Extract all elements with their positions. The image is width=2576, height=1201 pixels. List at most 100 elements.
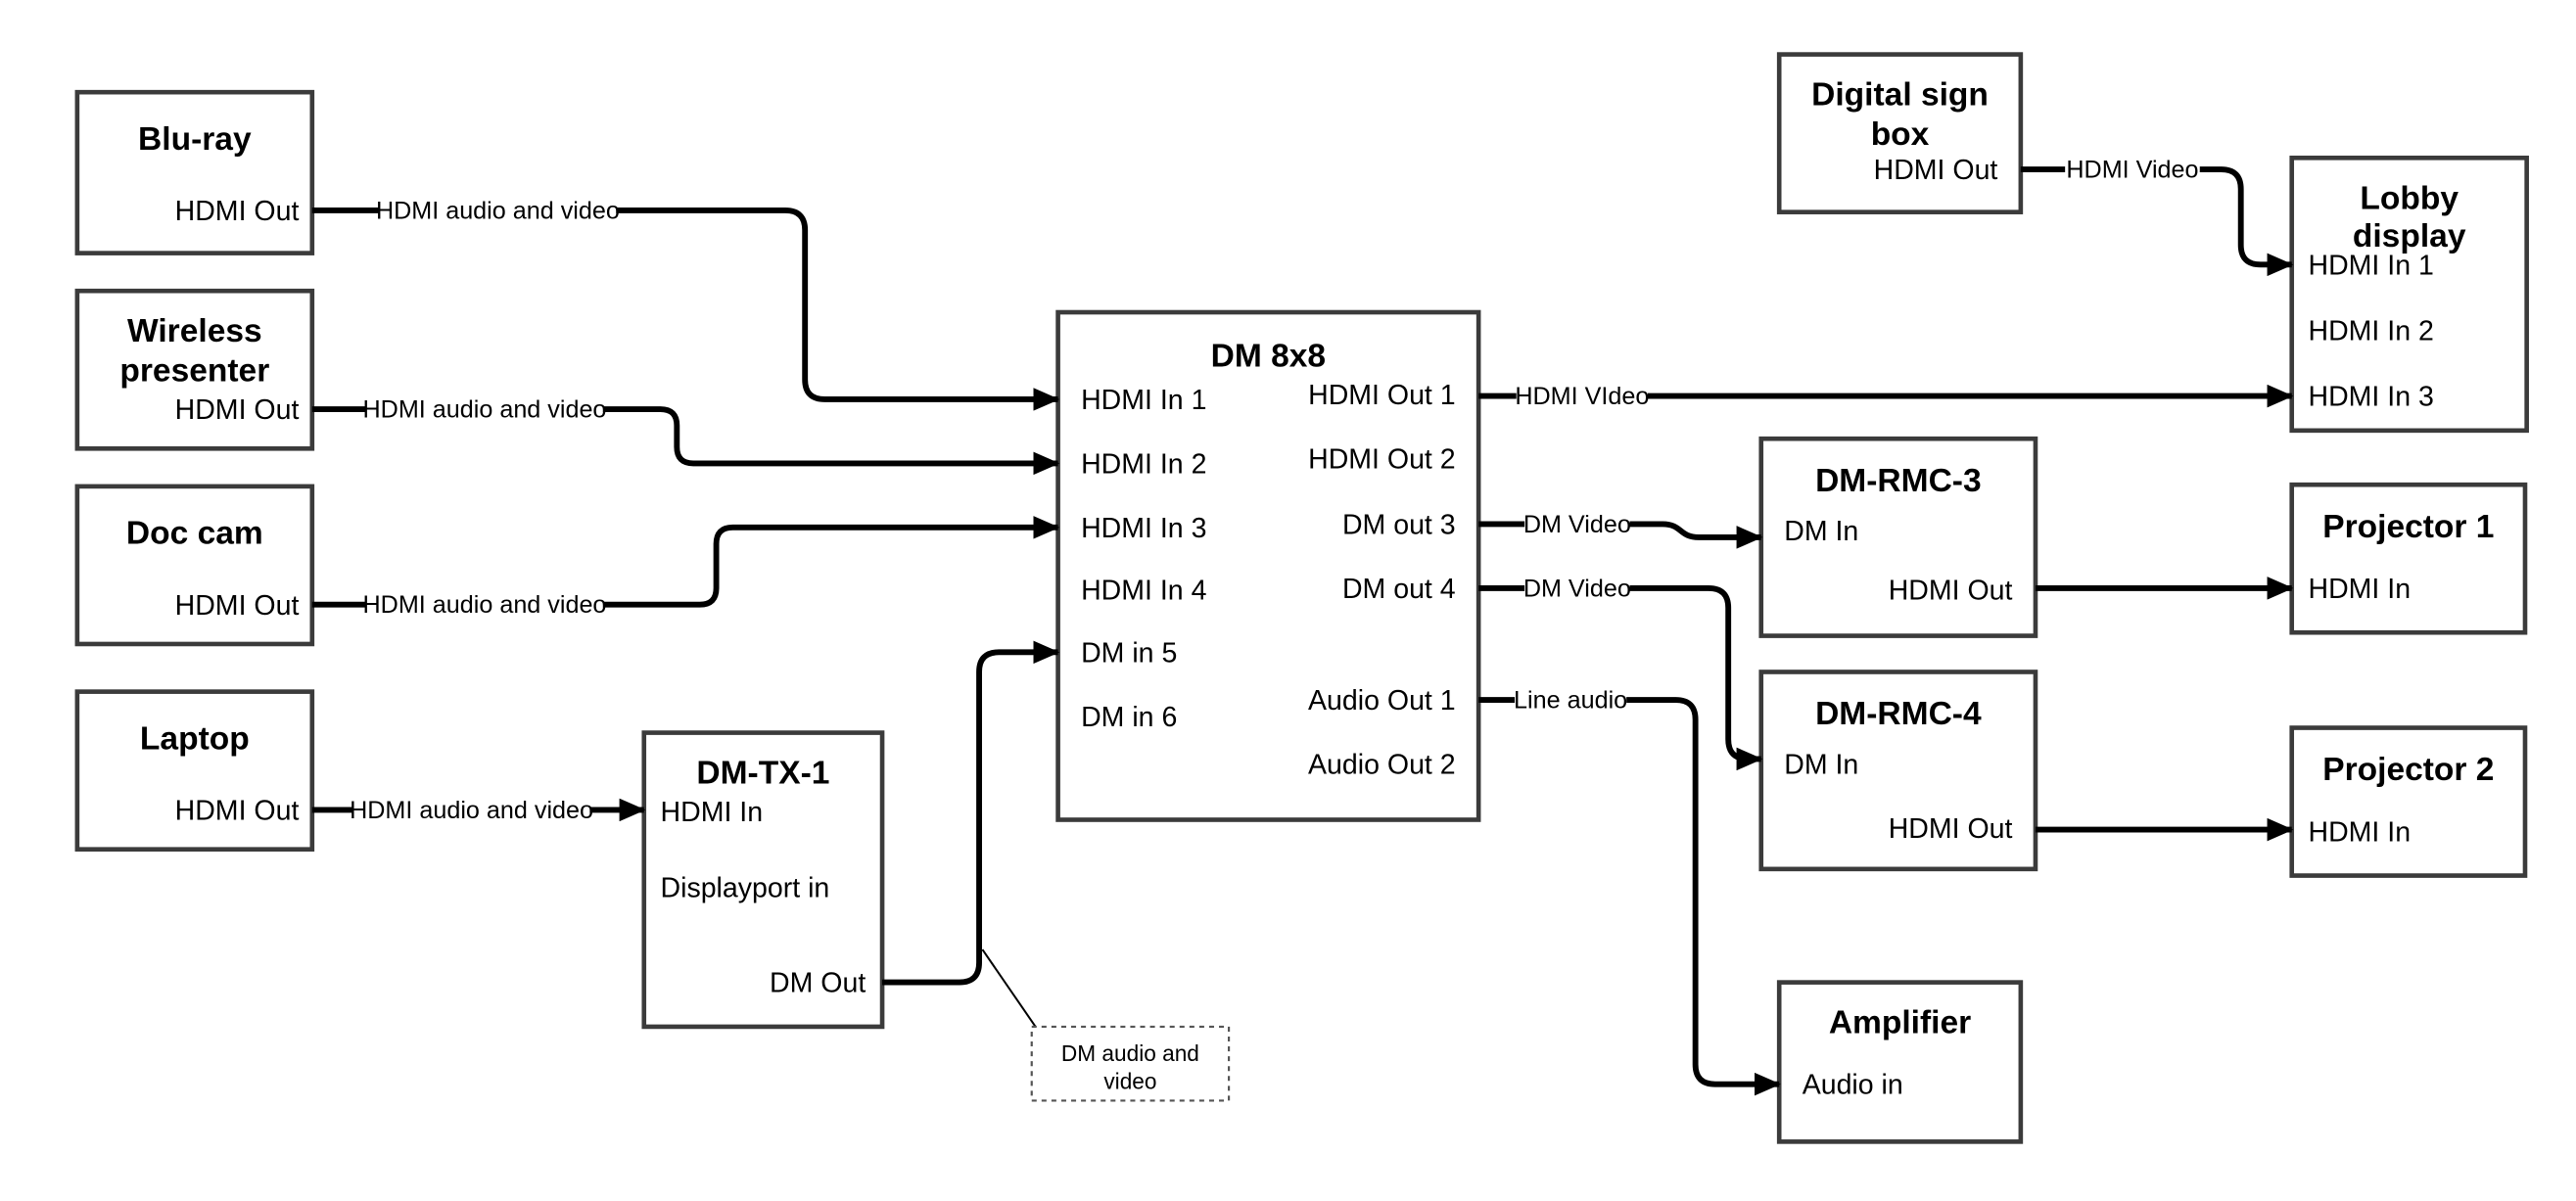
laptop-title: Laptop: [140, 720, 250, 757]
projector-1-title: Projector 1: [2322, 509, 2494, 545]
dm-rmc-3-port-dm-in: DM In: [1784, 516, 1858, 547]
dm-8x8-port-dm-out-4: DM out 4: [1342, 574, 1456, 605]
dm-tx-1-port-dm-out: DM Out: [770, 968, 866, 999]
wire-dm-tx-1-dm-out-to-dm8x8-dm-in-5: [882, 640, 1060, 986]
wire-label-hdmi-audio-video: HDMI audio and video: [350, 797, 593, 824]
node-dm-rmc-4: DM-RMC-4 DM In HDMI Out: [1758, 670, 2038, 872]
laptop-box: [74, 689, 315, 853]
node-dm-rmc-3: DM-RMC-3 DM In HDMI Out: [1758, 436, 2038, 638]
dm-8x8-port-hdmi-in-1: HDMI In 1: [1081, 385, 1206, 416]
bluray-port-hdmi-out: HDMI Out: [175, 196, 300, 227]
lobby-display-title-line2: display: [2353, 218, 2466, 254]
callout-text-line1: DM audio and: [1061, 1040, 1199, 1066]
node-lobby-display: Lobby display HDMI In 1 HDMI In 2 HDMI I…: [2289, 155, 2529, 434]
node-bluray: Blu-ray HDMI Out: [74, 89, 315, 255]
wire-dm8x8-dm-out-4-to-dm-rmc-4-dm-in: DM Video: [1478, 575, 1763, 771]
laptop-port-hdmi-out: HDMI Out: [175, 796, 300, 827]
node-doc-cam: Doc cam HDMI Out: [74, 484, 315, 647]
doc-cam-port-hdmi-out: HDMI Out: [175, 590, 300, 622]
digital-sign-box-box: [1776, 52, 2024, 214]
amplifier-title: Amplifier: [1829, 1005, 1971, 1041]
dm-8x8-box: [1055, 309, 1481, 822]
lobby-display-box: [2289, 155, 2529, 434]
wire-dm8x8-dm-out-3-to-dm-rmc-3-dm-in: DM Video: [1478, 511, 1763, 549]
bluray-title: Blu-ray: [138, 121, 252, 158]
dm-8x8-port-dm-out-3: DM out 3: [1342, 510, 1456, 541]
projector-2-title: Projector 2: [2322, 752, 2494, 788]
node-digital-sign-box: Digital sign box HDMI Out: [1776, 52, 2024, 214]
wire-laptop-to-dm-tx-1-hdmi-in: HDMI audio and video: [311, 797, 646, 824]
amplifier-box: [1776, 980, 2024, 1144]
wire-bluray-to-dm8x8-hdmi-in-1: HDMI audio and video: [311, 197, 1060, 411]
dm-rmc-3-port-hdmi-out: HDMI Out: [1889, 576, 2013, 607]
dm-rmc-3-title: DM-RMC-3: [1815, 463, 1982, 499]
wire-dm8x8-audio-out-1-to-amplifier-audio-in: Line audio: [1478, 686, 1781, 1096]
dm-tx-1-port-displayport-in: Displayport in: [661, 872, 830, 903]
node-laptop: Laptop HDMI Out: [74, 689, 315, 853]
wire-digital-sign-box-to-lobby-hdmi-in-1: HDMI Video: [2020, 156, 2294, 277]
wire-label-line-audio: Line audio: [1514, 686, 1627, 714]
wire-segment: [1629, 521, 1763, 549]
doc-cam-box: [74, 484, 315, 647]
lobby-display-title-line1: Lobby: [2360, 180, 2459, 216]
dm-8x8-port-dm-in-6: DM in 6: [1081, 702, 1177, 733]
wire-label-hdmi-video: HDMI Video: [2066, 156, 2198, 183]
projector-1-box: [2289, 482, 2528, 635]
node-wireless-presenter: Wireless presenter HDMI Out: [74, 288, 315, 451]
wire-doc-cam-to-dm8x8-hdmi-in-3: HDMI audio and video: [311, 516, 1060, 619]
dm-8x8-port-audio-out-2: Audio Out 2: [1308, 750, 1456, 781]
wire-wireless-presenter-to-dm8x8-hdmi-in-2: HDMI audio and video: [311, 395, 1060, 476]
wireless-presenter-title-line2: presenter: [119, 352, 269, 389]
projector-2-port-hdmi-in: HDMI In: [2308, 816, 2411, 848]
projector-1-port-hdmi-in: HDMI In: [2308, 574, 2411, 605]
callout-dm-audio-and-video: DM audio and video: [981, 948, 1231, 1102]
callout-text-line2: video: [1103, 1069, 1156, 1094]
node-projector-2: Projector 2 HDMI In: [2289, 725, 2528, 878]
wire-segment: [2199, 166, 2294, 277]
wire-label-hdmi-audio-video: HDMI audio and video: [363, 591, 607, 619]
lobby-display-port-hdmi-in-2: HDMI In 2: [2308, 316, 2433, 347]
wire-segment: [602, 406, 1060, 476]
callout-leader-line: [981, 948, 1038, 1030]
wire-dm8x8-hdmi-out-1-to-lobby-hdmi-in-3: HDMI VIdeo: [1478, 383, 2294, 410]
wire-label-dm-video: DM Video: [1523, 575, 1631, 602]
wire-segment: [882, 640, 1060, 986]
wireless-presenter-box: [74, 288, 315, 451]
digital-sign-box-title-line1: Digital sign: [1811, 77, 1989, 114]
node-amplifier: Amplifier Audio in: [1776, 980, 2024, 1144]
dm-rmc-4-title: DM-RMC-4: [1815, 696, 1982, 732]
dm-8x8-port-audio-out-1: Audio Out 1: [1308, 685, 1456, 716]
doc-cam-title: Doc cam: [126, 516, 263, 552]
amplifier-port-audio-in: Audio in: [1803, 1070, 1903, 1101]
dm-8x8-title: DM 8x8: [1211, 338, 1326, 374]
lobby-display-port-hdmi-in-3: HDMI In 3: [2308, 382, 2433, 413]
wire-segment: [1629, 584, 1763, 771]
dm-8x8-port-dm-in-5: DM in 5: [1081, 637, 1177, 669]
digital-sign-box-title-line2: box: [1871, 116, 1930, 153]
projector-2-box: [2289, 725, 2528, 878]
dm-8x8-port-hdmi-in-4: HDMI In 4: [1081, 576, 1206, 607]
wire-label-hdmi-audio-video: HDMI audio and video: [376, 197, 620, 224]
dm-tx-1-port-hdmi-in: HDMI In: [661, 797, 764, 828]
wire-label-hdmi-video: HDMI VIdeo: [1515, 383, 1649, 410]
dm-tx-1-title: DM-TX-1: [696, 756, 829, 792]
dm-rmc-4-box: [1758, 670, 2038, 872]
dm-8x8-port-hdmi-in-3: HDMI In 3: [1081, 513, 1206, 544]
node-dm-tx-1: DM-TX-1 HDMI In Displayport in DM Out: [641, 730, 885, 1030]
callout-dotted-box: [1030, 1025, 1231, 1102]
wire-segment: [602, 516, 1060, 608]
dm-8x8-port-hdmi-out-1: HDMI Out 1: [1308, 380, 1456, 411]
wire-label-hdmi-audio-video: HDMI audio and video: [363, 395, 607, 423]
lobby-display-port-hdmi-in-1: HDMI In 1: [2308, 250, 2433, 281]
digital-sign-box-port-hdmi-out: HDMI Out: [1874, 155, 1998, 186]
wireless-presenter-port-hdmi-out: HDMI Out: [175, 394, 300, 426]
wireless-presenter-title-line1: Wireless: [127, 313, 262, 349]
node-dm-8x8: DM 8x8 HDMI In 1 HDMI In 2 HDMI In 3 HDM…: [1055, 309, 1481, 822]
bluray-box: [74, 89, 315, 255]
dm-8x8-port-hdmi-in-2: HDMI In 2: [1081, 448, 1206, 480]
wire-label-dm-video: DM Video: [1523, 511, 1631, 538]
wire-segment: [1626, 697, 1781, 1096]
node-projector-1: Projector 1 HDMI In: [2289, 482, 2528, 635]
